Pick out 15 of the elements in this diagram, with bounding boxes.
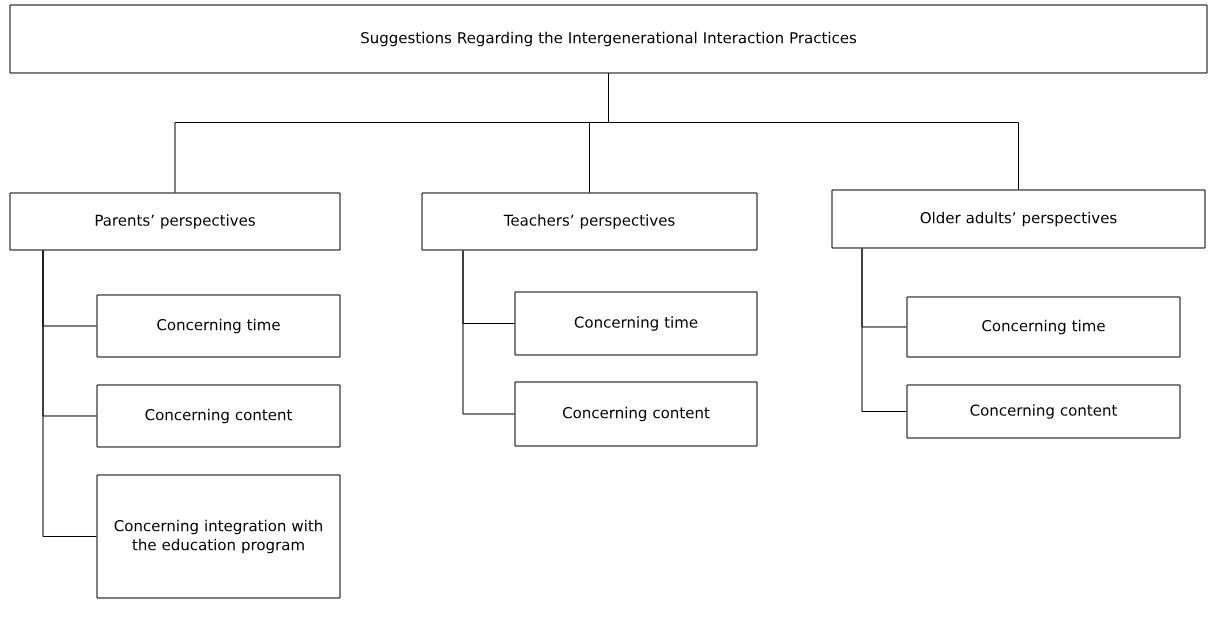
item-box: Concerning time: [514, 291, 758, 356]
title-box: Suggestions Regarding the Intergenerational Interaction Practices: [9, 4, 1208, 74]
connector-line: [608, 73, 1019, 190]
item-box: Concerning time: [906, 296, 1181, 358]
category-box: Parents’ perspectives: [9, 192, 341, 251]
item-box: Concerning time: [96, 294, 341, 358]
item-box: Concerning content: [906, 384, 1181, 439]
connector-line: [462, 250, 515, 415]
item-box: Concerning content: [96, 384, 341, 448]
connector-line: [42, 250, 97, 537]
connector-line: [861, 248, 907, 412]
item-box: Concerning integration with the education program: [96, 474, 341, 599]
item-box: Concerning content: [514, 381, 758, 447]
category-box: Older adults’ perspectives: [831, 189, 1206, 249]
category-box: Teachers’ perspectives: [421, 192, 758, 251]
